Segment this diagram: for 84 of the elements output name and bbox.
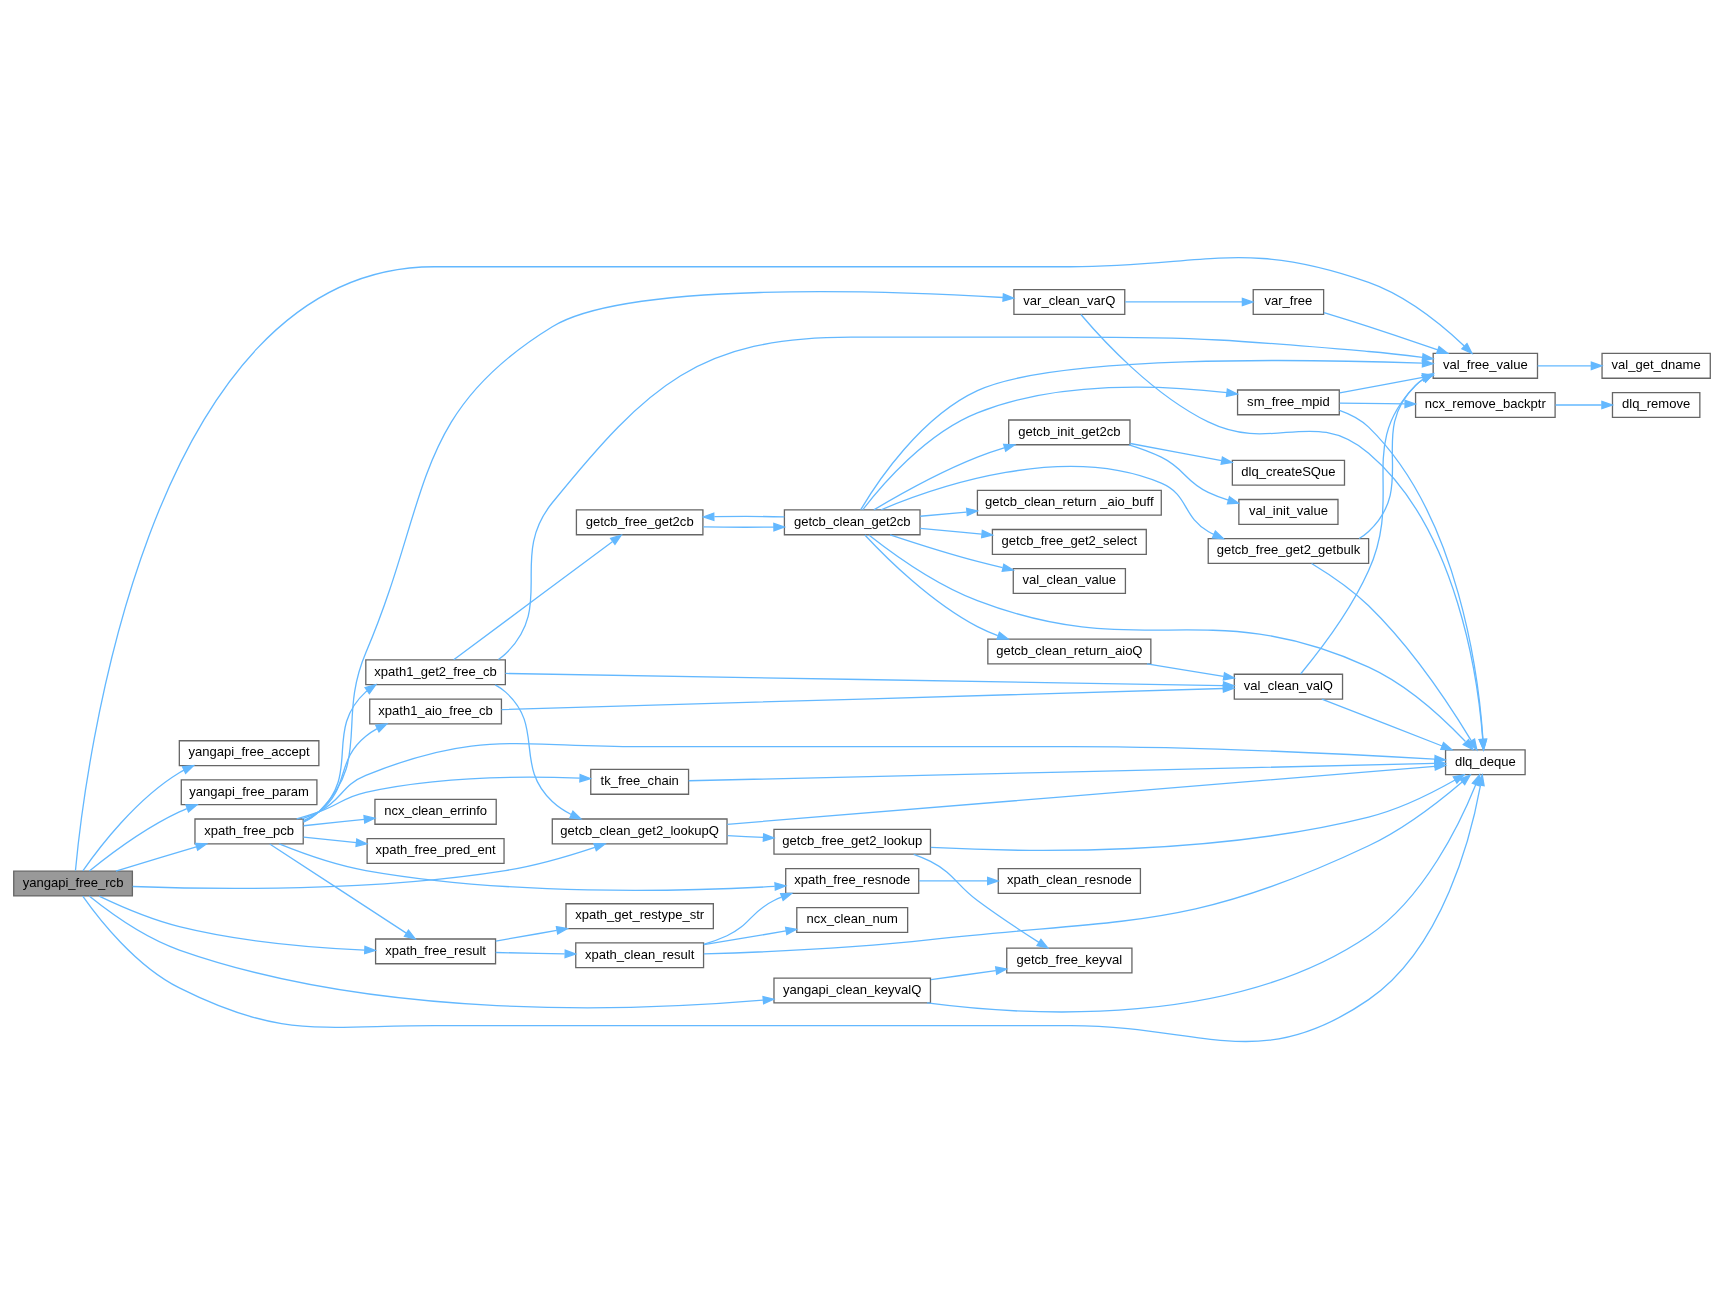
node-box: dlq_createSQue: [1231, 459, 1346, 486]
arrow: [703, 773, 1472, 955]
node-box: val_init_value: [1238, 498, 1339, 525]
arrow: [296, 773, 593, 820]
arrow: [862, 385, 1240, 510]
arrow: [115, 842, 209, 872]
node-box: yangapi_free_accept: [178, 739, 320, 766]
node-box: yangapi_free_param: [180, 778, 318, 805]
node-box: getcb_free_get2_select: [991, 528, 1147, 555]
arrow: [494, 683, 583, 820]
arrow: [918, 875, 1001, 886]
arrow: [873, 443, 1017, 510]
arrow: [701, 511, 785, 521]
arrow: [302, 814, 377, 826]
node-box: ncx_clean_errinfo: [374, 798, 497, 825]
node-box: val_clean_valQ: [1233, 673, 1344, 700]
arrow: [1554, 399, 1615, 410]
arrow: [278, 842, 788, 891]
node-box: ncx_remove_backptr: [1414, 391, 1556, 418]
node-box: xpath_free_pcb: [194, 817, 304, 844]
node-box: getcb_clean_get2cb: [783, 508, 921, 535]
node-box: xpath1_get2_free_cb: [365, 658, 506, 685]
arrow: [1323, 311, 1450, 354]
node-box: getcb_free_get2cb: [575, 508, 704, 535]
arrow: [930, 773, 1466, 851]
arrow: [919, 507, 980, 517]
arrow: [453, 533, 623, 660]
arrow: [269, 842, 417, 940]
arrow: [302, 683, 378, 822]
node-box: val_free_value: [1432, 352, 1539, 379]
arrow: [1129, 442, 1234, 465]
node-box: xpath1_aio_free_cb: [369, 697, 503, 724]
arrow: [88, 803, 199, 872]
arrow: [702, 892, 794, 945]
arrow: [302, 722, 389, 821]
node-box: sm_free_mpid: [1236, 388, 1340, 415]
node-box: val_get_dname: [1601, 352, 1711, 379]
node-box: xpath_free_result: [374, 937, 497, 964]
node-box: ncx_clean_num: [796, 906, 909, 933]
node-box: yangapi_free_rcb: [13, 870, 134, 897]
arrow: [132, 842, 607, 889]
arrow: [82, 764, 196, 871]
node-box: getcb_clean_return _aio_buff: [976, 489, 1162, 516]
node-box: getcb_free_keyval: [1006, 946, 1133, 974]
node-box: xpath_get_restype_str: [565, 902, 714, 929]
node-box: xpath_clean_resnode: [997, 867, 1142, 894]
node-box: getcb_clean_get2_lookupQ: [551, 817, 728, 844]
arrow: [913, 853, 1050, 949]
node-box: xpath_free_pred_ent: [366, 837, 505, 864]
node-box: yangapi_clean_keyvalQ: [773, 976, 932, 1004]
arrow: [1321, 698, 1454, 750]
arrow: [889, 533, 1016, 572]
node-box: getcb_free_get2_getbulk: [1207, 537, 1370, 564]
arrow: [726, 832, 776, 842]
arrow: [1146, 662, 1237, 681]
arrow: [1124, 296, 1255, 307]
arrow: [930, 965, 1009, 980]
arrow: [495, 925, 570, 942]
node-box: dlq_remove: [1611, 391, 1701, 418]
arrow: [919, 527, 995, 539]
node-box: dlq_deque: [1444, 748, 1526, 775]
arrow: [926, 772, 1481, 1013]
node-box: xpath_free_resnode: [785, 867, 920, 894]
arrow: [504, 672, 1236, 690]
node-box: getcb_init_get2cb: [1008, 418, 1131, 445]
node-box: tk_free_chain: [590, 768, 690, 795]
arrow: [703, 926, 799, 945]
arrow: [302, 835, 369, 847]
arrow: [1128, 443, 1241, 504]
arrow: [495, 948, 578, 958]
arrow: [702, 522, 787, 532]
node-box: xpath_clean_result: [575, 941, 705, 968]
arrow: [880, 465, 1226, 539]
arrow: [98, 895, 378, 955]
node-box: var_free: [1252, 288, 1325, 315]
arrow: [1536, 360, 1604, 370]
node-box: getcb_free_get2_lookup: [773, 828, 932, 855]
node-box: val_clean_value: [1012, 567, 1127, 594]
node-box: var_clean_varQ: [1013, 288, 1126, 315]
arrow: [864, 533, 1010, 640]
arrow: [88, 894, 776, 1008]
node-box: getcb_clean_return_aioQ: [987, 637, 1152, 664]
arrow: [1339, 398, 1418, 408]
arrow: [726, 761, 1448, 825]
